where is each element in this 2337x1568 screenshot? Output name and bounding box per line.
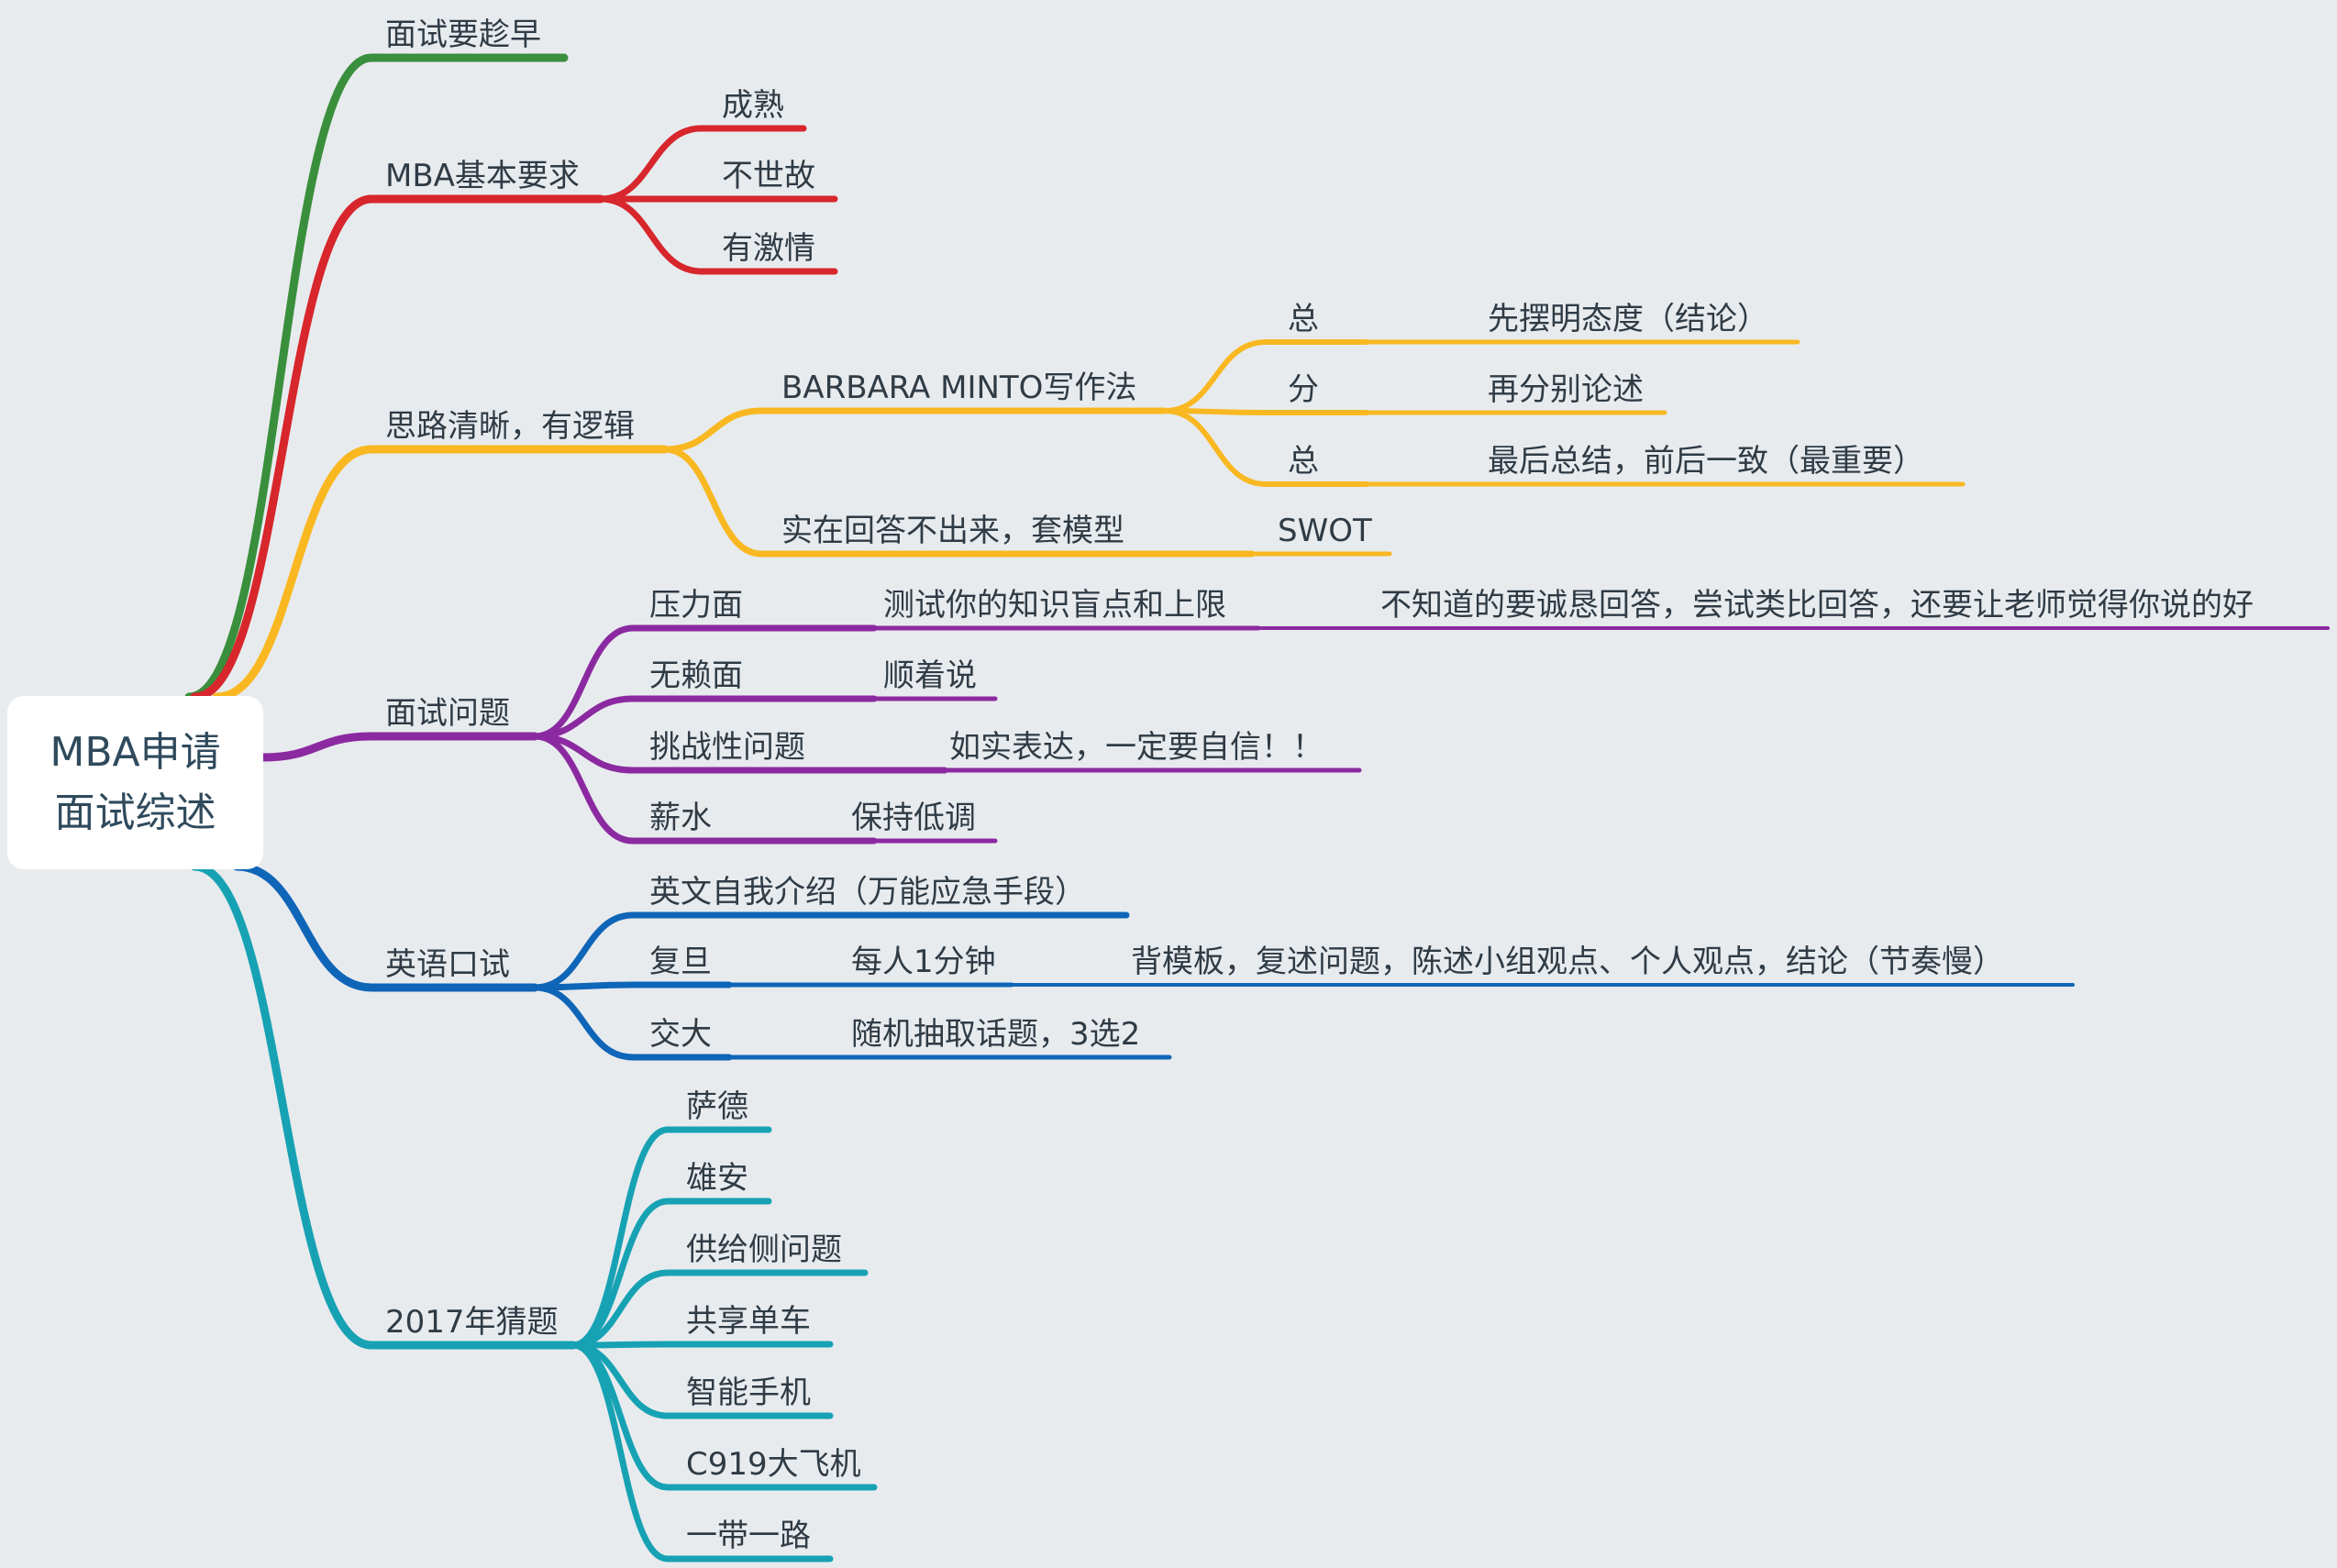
b6-child-label-5[interactable]: C919大飞机: [686, 1446, 861, 1483]
branch-b3-connector: [212, 445, 376, 701]
b3-minto-sub-connector: [1162, 408, 1268, 487]
b4-child-label-2[interactable]: 挑战性问题: [649, 729, 805, 766]
b5-child-label-0[interactable]: 英文自我介绍（万能应急手段）: [649, 874, 1086, 911]
b5-child-label-1[interactable]: 复旦: [649, 944, 712, 980]
b6-child-connector: [570, 1342, 671, 1562]
branch-b4-connector: [259, 732, 376, 762]
b4-detail-label-3[interactable]: 保持低调: [851, 800, 976, 836]
branch-b2-label[interactable]: MBA基本要求: [385, 158, 580, 194]
b3-minto-sub-connector: [1162, 339, 1268, 414]
root-topic-line-1: MBA申请: [50, 728, 221, 776]
b2-child-label-2[interactable]: 有激情: [722, 230, 815, 267]
b5-detail-label-1[interactable]: 每人1分钟: [851, 944, 996, 980]
b3-model-label[interactable]: 实在回答不出来，套模型: [781, 513, 1124, 549]
branch-b2-connector: [190, 194, 376, 701]
branch-b4-label[interactable]: 面试问题: [385, 695, 510, 732]
b3-minto-sub-label-0[interactable]: 总: [1288, 301, 1319, 337]
b3-minto-detail-label-0[interactable]: 先摆明态度（结论）: [1488, 301, 1768, 337]
b5-deep-label-1[interactable]: 背模板，复述问题，陈述小组观点、个人观点，结论（节奏慢）: [1131, 944, 2004, 980]
b3-minto-sub-label-2[interactable]: 总: [1288, 443, 1319, 480]
b4-deep-label-0[interactable]: 不知道的要诚恳回答，尝试类比回答，还要让老师觉得你说的好: [1380, 587, 2254, 624]
b6-child-label-4[interactable]: 智能手机: [686, 1375, 811, 1411]
b6-child-label-1[interactable]: 雄安: [686, 1160, 748, 1197]
b4-detail-label-1[interactable]: 顺着说: [883, 657, 977, 694]
branch-b1-connector: [184, 53, 376, 701]
root-topic-line-2: 面试综述: [54, 789, 216, 836]
root-topic[interactable]: MBA申请 面试综述: [7, 696, 263, 869]
b6-child-label-2[interactable]: 供给侧问题: [686, 1231, 842, 1268]
b2-child-connector: [597, 125, 705, 203]
branch-b5-label[interactable]: 英语口试: [385, 946, 510, 983]
b3-swot-label[interactable]: SWOT: [1278, 513, 1372, 549]
branch-b3-label[interactable]: 思路清晰，有逻辑: [385, 408, 635, 445]
branch-b5-connector: [232, 862, 376, 992]
b5-child-label-2[interactable]: 交大: [649, 1016, 712, 1053]
b3-minto-sub-label-1[interactable]: 分: [1288, 371, 1319, 408]
branch-b1-label[interactable]: 面试要趁早: [385, 17, 541, 53]
b6-child-label-6[interactable]: 一带一路: [686, 1518, 811, 1554]
b4-child-label-0[interactable]: 压力面: [649, 587, 743, 624]
b2-child-connector: [597, 195, 705, 275]
b5-child-connector: [531, 984, 637, 1061]
b2-child-label-0[interactable]: 成熟: [722, 87, 784, 124]
b4-child-label-3[interactable]: 薪水: [649, 800, 712, 836]
b3-minto-detail-label-2[interactable]: 最后总结，前后一致（最重要）: [1488, 443, 1924, 480]
b5-child-connector: [531, 911, 637, 991]
b6-child-label-3[interactable]: 共享单车: [686, 1303, 811, 1340]
b3-minto-detail-label-1[interactable]: 再分别论述: [1488, 371, 1644, 408]
b3-model-connector: [661, 446, 765, 558]
b4-child-connector: [531, 733, 637, 845]
b4-child-label-1[interactable]: 无赖面: [649, 657, 743, 694]
b4-detail-label-0[interactable]: 测试你的知识盲点和上限: [883, 587, 1226, 624]
branch-b6-label[interactable]: 2017年猜题: [385, 1304, 559, 1341]
branch-b6-connector: [190, 862, 376, 1350]
b4-detail-label-2[interactable]: 如实表达，一定要自信！！: [949, 729, 1324, 766]
b2-child-label-1[interactable]: 不世故: [722, 158, 815, 194]
b3-minto-label[interactable]: BARBARA MINTO写作法: [781, 370, 1136, 406]
b5-detail-label-2[interactable]: 随机抽取话题，3选2: [851, 1016, 1140, 1053]
b3-minto-connector: [661, 407, 765, 453]
b6-child-label-0[interactable]: 萨德: [686, 1088, 748, 1125]
